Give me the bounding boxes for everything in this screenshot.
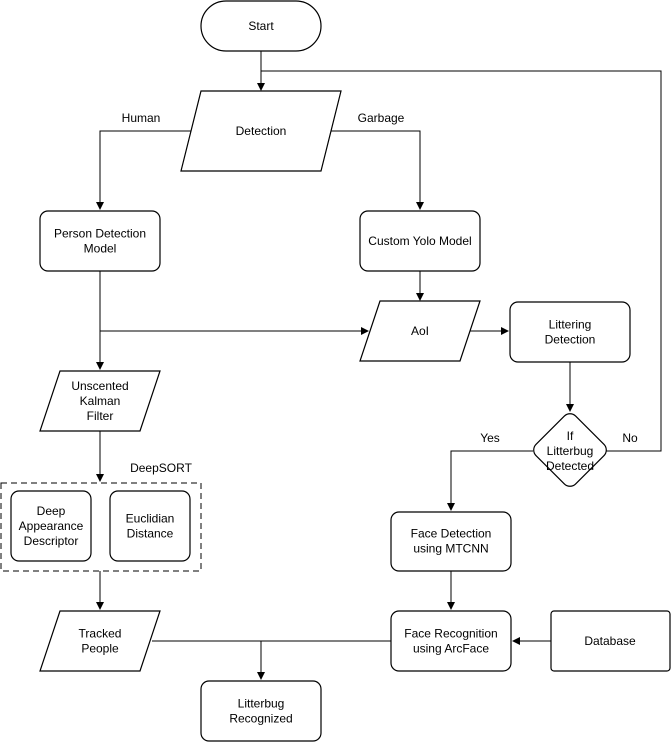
label-deepsort: DeepSORT bbox=[130, 461, 192, 475]
node-aoi-text: AoI bbox=[411, 324, 429, 338]
edges bbox=[96, 51, 662, 680]
edge-detection-person bbox=[96, 130, 205, 210]
node-aoi: AoI bbox=[359, 300, 481, 362]
node-start: Start bbox=[200, 0, 322, 52]
node-yolo: Custom Yolo Model bbox=[359, 210, 481, 272]
node-detection: Detection bbox=[180, 90, 342, 172]
edge-yes bbox=[447, 450, 533, 511]
label-human: Human bbox=[122, 111, 161, 125]
edge-detection-yolo bbox=[321, 130, 424, 210]
node-yolo-text: Custom Yolo Model bbox=[368, 234, 471, 248]
node-database: Database bbox=[550, 610, 671, 672]
edge-no-loop bbox=[261, 70, 662, 452]
node-database-text: Database bbox=[584, 634, 636, 648]
node-start-text: Start bbox=[248, 19, 274, 33]
node-detection-text: Detection bbox=[236, 124, 287, 138]
label-garbage: Garbage bbox=[358, 111, 405, 125]
label-no: No bbox=[622, 431, 638, 445]
label-yes: Yes bbox=[480, 431, 500, 445]
